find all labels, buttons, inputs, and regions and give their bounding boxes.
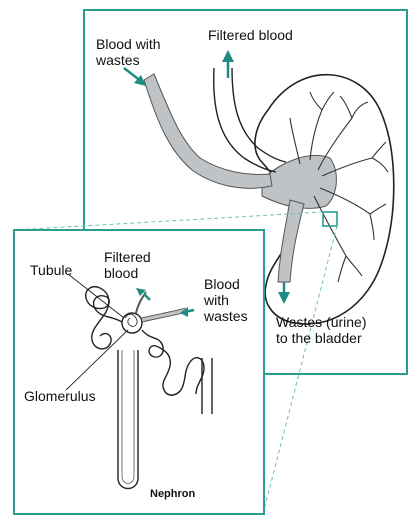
tubule-label: Tubule xyxy=(30,262,72,278)
kidney-blood-in-label: Blood with wastes xyxy=(96,36,161,68)
kidney-blood-out-label: Filtered blood xyxy=(208,27,293,43)
glomerulus-label: Glomerulus xyxy=(24,388,96,404)
nephron-caption: Nephron xyxy=(150,486,195,502)
ureter-label: Wastes (urine) to the bladder xyxy=(276,314,367,346)
glomerulus xyxy=(122,313,142,333)
nephron-blood-in-label: Blood with wastes xyxy=(204,276,248,324)
nephron-filtered-label: Filtered blood xyxy=(104,249,151,281)
